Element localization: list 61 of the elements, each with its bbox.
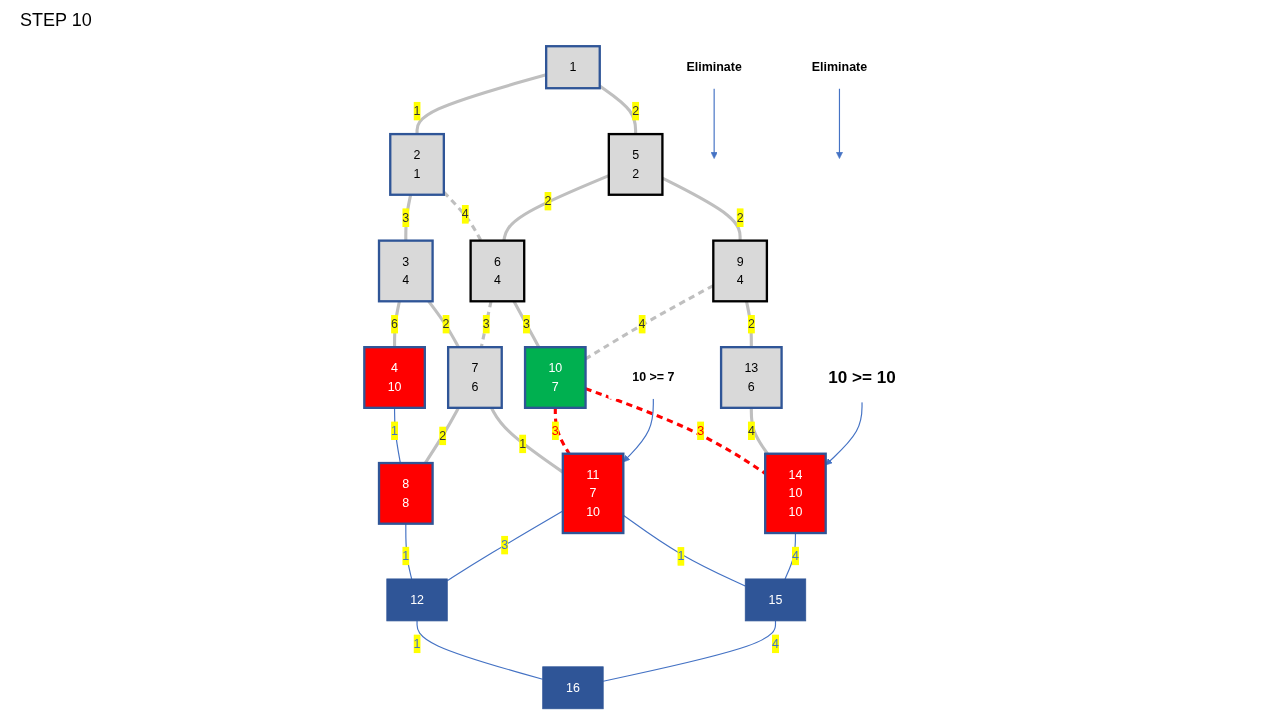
- node-text: Eliminate: [812, 60, 868, 74]
- connector: [599, 84, 638, 135]
- node-box: 6 4: [469, 239, 526, 303]
- edge-label: 4: [772, 636, 780, 651]
- edge-label: 2: [632, 104, 640, 118]
- node-box: 11 7 10: [561, 452, 625, 535]
- edge-label: 2: [442, 317, 450, 331]
- connector: [405, 523, 413, 580]
- edge-label: 3: [402, 210, 410, 224]
- node-box: 10 7: [524, 346, 587, 409]
- edge-label: 2: [544, 194, 552, 208]
- node-box: 8 8: [378, 461, 435, 525]
- edge-label: 1: [391, 423, 399, 437]
- node-text: Eliminate: [686, 60, 743, 74]
- node-box: 14 10 10: [764, 452, 828, 535]
- connector: [750, 407, 770, 455]
- connector: [502, 174, 610, 241]
- edge-label: 1: [413, 104, 421, 118]
- connector: [446, 510, 564, 582]
- edge-label: 4: [792, 548, 800, 563]
- node-box: 13 6: [720, 346, 783, 409]
- connector: [424, 407, 461, 464]
- node-box: 15: [745, 578, 807, 622]
- arrow: [623, 397, 655, 463]
- node-box: 9 4: [712, 239, 769, 303]
- edge-label: 4: [748, 423, 756, 437]
- node-box: 5 2: [607, 132, 664, 196]
- node-text: 10 >= 10: [828, 367, 897, 388]
- node-box: 4 10: [363, 346, 427, 409]
- node-box: 7 6: [447, 346, 504, 409]
- connector: [416, 620, 544, 680]
- connector: [602, 620, 777, 682]
- edge-label: 3: [523, 317, 531, 331]
- step-title: STEP 10: [20, 10, 92, 31]
- arrow: [836, 87, 844, 159]
- arrow: [825, 401, 863, 466]
- edge-label: 3: [697, 423, 705, 437]
- edge-label: 2: [748, 317, 756, 331]
- node-box: 1: [545, 45, 602, 90]
- edge-label: 1: [413, 636, 421, 651]
- edge-label: 1: [519, 436, 527, 451]
- connector: [490, 407, 564, 474]
- edge-label: 3: [552, 423, 560, 437]
- node-box: 12: [386, 578, 448, 622]
- node-box: 2 1: [389, 132, 446, 196]
- node-text: 10 >= 7: [632, 370, 675, 384]
- edge-label: 1: [677, 549, 685, 563]
- edge-label: 1: [402, 548, 410, 563]
- edge-label: 3: [482, 317, 490, 331]
- arrow: [711, 87, 718, 159]
- connector: [427, 300, 461, 348]
- node-box: 3 4: [378, 239, 435, 303]
- edge-label: 4: [462, 207, 469, 221]
- connector: [415, 73, 547, 135]
- edge-label: 2: [439, 428, 447, 443]
- edge-label: 4: [638, 317, 646, 331]
- edge-label: 3: [501, 538, 509, 552]
- connector: [623, 514, 747, 587]
- node-box: 16: [542, 666, 604, 710]
- edge-label: 6: [391, 317, 399, 331]
- edge-label: 2: [736, 210, 744, 224]
